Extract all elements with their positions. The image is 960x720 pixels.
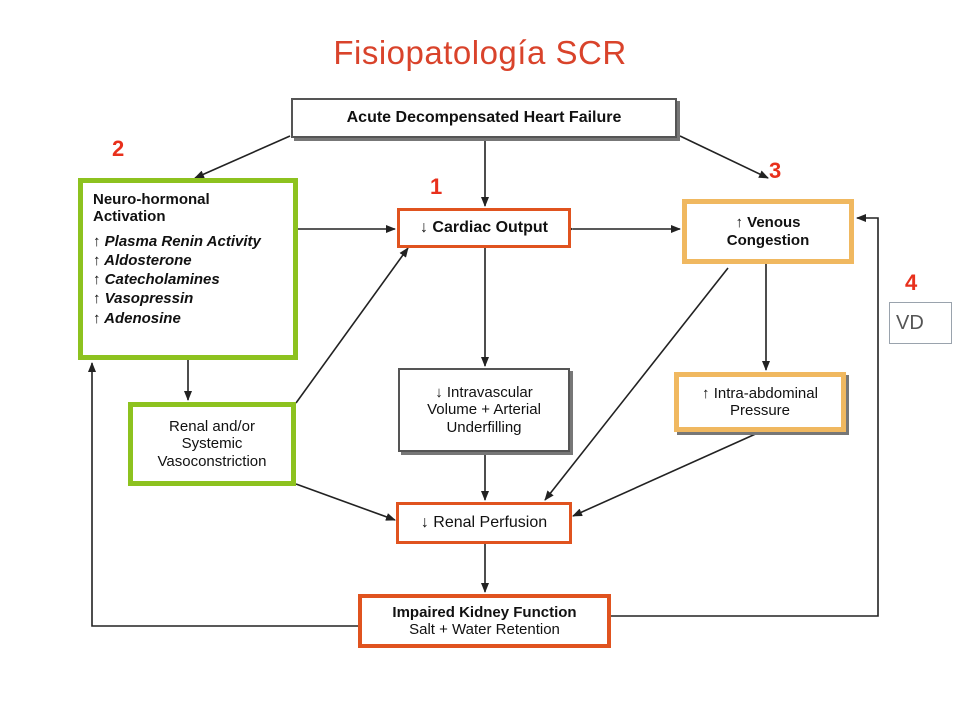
arrow-renalvaso-to-cardiac <box>295 247 409 404</box>
box-renal-perfusion: ↓ Renal Perfusion <box>396 502 572 544</box>
intravascular-line-2: Volume + Arterial <box>427 401 541 419</box>
label-number-2: 2 <box>112 136 125 161</box>
label-number-3: 3 <box>769 158 782 183</box>
kidney-line-2: Salt + Water Retention <box>409 621 560 638</box>
box-cardiac-output: ↓ Cardiac Output <box>397 208 571 248</box>
box-neuro-hormonal-activation: Neuro-hormonal Activation ↑ Plasma Renin… <box>78 178 298 360</box>
kidney-line-1: Impaired Kidney Function <box>392 603 577 621</box>
renalvaso-line-1: Renal and/or <box>169 418 255 436</box>
label-number-1: 1 <box>430 174 443 199</box>
page-title: Fisiopatología SCR <box>333 34 627 71</box>
box-intravascular-volume: ↓ Intravascular Volume + Arterial Underf… <box>398 368 570 452</box>
arrow-kidney-to-neuro <box>88 362 358 627</box>
neuro-item-plasma-renin: ↑ Plasma Renin Activity <box>93 232 261 250</box>
adhf-label: Acute Decompensated Heart Failure <box>346 108 622 126</box>
arrow-renalvaso-to-perfusion <box>295 483 396 521</box>
neuro-item-catecholamines: ↑ Catecholamines <box>93 271 220 288</box>
arrow-adhf-to-venous <box>679 135 769 179</box>
renalvaso-line-3: Vasoconstriction <box>157 452 267 470</box>
arrow-kidney-to-venous <box>611 214 879 617</box>
renal-perfusion-label: ↓ Renal Perfusion <box>420 513 548 531</box>
neuro-heading-line-2: Activation <box>93 208 166 226</box>
venous-line-2: Congestion <box>726 231 810 249</box>
neuro-item-vasopressin: ↑ Vasopressin <box>93 290 194 308</box>
abdominal-line-2: Pressure <box>729 402 791 419</box>
neuro-item-aldosterone: ↑ Aldosterone <box>93 251 192 269</box>
arrow-abdominal-to-perfusion <box>572 431 761 517</box>
box-renal-systemic-vasoconstriction: Renal and/or Systemic Vasoconstriction <box>128 402 296 486</box>
neuro-item-adenosine: ↑ Adenosine <box>93 309 181 327</box>
vd-label-box: VD <box>889 302 952 344</box>
label-number-4: 4 <box>905 270 918 295</box>
intravascular-line-1: ↓ Intravascular <box>435 384 533 402</box>
box-venous-congestion: ↑ Venous Congestion <box>682 199 854 264</box>
abdominal-line-1: ↑ Intra-abdominal <box>702 384 818 402</box>
neuro-heading-line-1: Neuro-hormonal <box>93 191 210 208</box>
cardiac-output-label: ↓ Cardiac Output <box>419 218 548 236</box>
arrow-venous-to-perfusion <box>544 267 729 501</box>
intravascular-line-3: Underfilling <box>446 418 522 436</box>
renalvaso-line-2: Systemic <box>181 435 243 453</box>
box-acute-decompensated-heart-failure: Acute Decompensated Heart Failure <box>291 98 677 138</box>
box-intra-abdominal-pressure: ↑ Intra-abdominal Pressure <box>674 372 846 432</box>
arrow-adhf-to-neuro <box>194 135 291 179</box>
box-impaired-kidney-function: Impaired Kidney Function Salt + Water Re… <box>358 594 611 648</box>
venous-line-1: ↑ Venous <box>735 214 801 232</box>
